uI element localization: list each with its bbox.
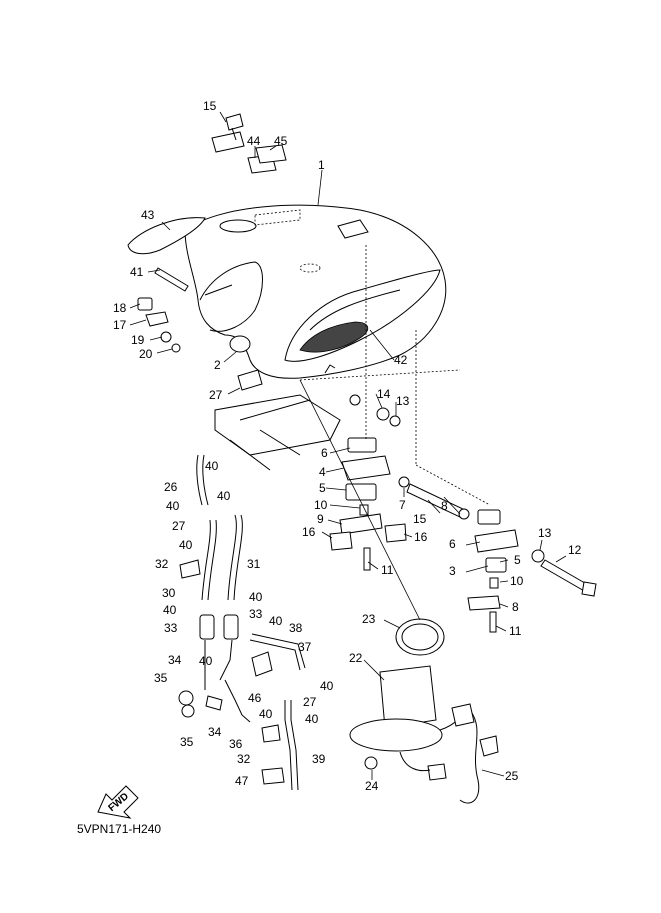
callout-38: 38	[289, 621, 303, 635]
callout-29: 30	[162, 586, 176, 600]
callout-27a: 27	[172, 519, 186, 533]
callout-44: 44	[247, 134, 261, 148]
callout-33b: 33	[164, 621, 178, 635]
fwd-arrow: FWD	[97, 785, 139, 819]
callout-3: 3	[449, 564, 456, 578]
label-45	[255, 144, 287, 164]
callout-12: 12	[568, 543, 582, 557]
callout-40i: 40	[320, 679, 334, 693]
callout-11b: 11	[509, 624, 522, 638]
callout-41: 41	[130, 265, 144, 279]
clamp-28	[237, 369, 263, 391]
callout-23: 24	[365, 779, 379, 793]
callout-40j: 40	[259, 707, 273, 721]
callout-45: 45	[274, 134, 288, 148]
callout-40b: 40	[166, 499, 180, 513]
callout-21: 22	[349, 651, 363, 665]
diagram-code: 5VPN171-H240	[77, 822, 161, 836]
mounting-hardware	[329, 245, 597, 633]
emblem-43	[127, 217, 206, 255]
hose-system	[178, 454, 306, 791]
callout-34b: 34	[208, 725, 222, 739]
callout-labels: 15 44 45 1 43 41 18 17 19 20 2 27 42 14 …	[113, 99, 582, 793]
grommet-2	[229, 335, 251, 353]
callout-40a: 40	[205, 459, 219, 473]
callout-47: 47	[235, 774, 249, 788]
callout-28: 27	[209, 388, 223, 402]
callout-40h: 40	[199, 654, 213, 668]
pipe-41	[154, 267, 189, 292]
callout-40d: 40	[179, 538, 193, 552]
fuel-pump	[299, 379, 499, 804]
callout-7a: 7	[399, 498, 406, 512]
callout-19: 19	[131, 333, 145, 347]
callout-43: 43	[141, 208, 155, 222]
callout-16b: 16	[414, 530, 428, 544]
callout-14: 14	[377, 387, 391, 401]
callout-10b: 10	[510, 574, 524, 588]
bracket-parts-17-20	[137, 297, 181, 353]
callout-33a: 33	[249, 607, 263, 621]
callout-6a: 6	[321, 446, 328, 460]
callout-40c: 40	[217, 489, 231, 503]
callout-5a: 5	[319, 481, 326, 495]
callout-15: 15	[413, 512, 427, 526]
callout-42: 42	[394, 353, 408, 367]
fuel-cap-25	[211, 113, 245, 153]
callout-35a: 35	[154, 671, 168, 685]
callout-20: 20	[139, 347, 153, 361]
callout-4: 4	[319, 465, 326, 479]
callout-37: 37	[298, 640, 312, 654]
callout-31: 32	[155, 557, 169, 571]
callout-30: 31	[247, 557, 261, 571]
callout-40f: 40	[163, 603, 177, 617]
leader-lines	[129, 111, 567, 780]
callout-25: 15	[203, 99, 217, 113]
callout-39: 39	[312, 752, 326, 766]
fuel-tank	[184, 204, 447, 379]
callout-35b: 35	[180, 735, 194, 749]
callout-24: 25	[505, 769, 519, 783]
callout-18: 18	[113, 301, 127, 315]
callout-1: 1	[318, 158, 325, 172]
callout-22: 23	[362, 612, 376, 626]
callout-9: 9	[317, 512, 324, 526]
callout-11a: 11	[381, 563, 394, 577]
callout-36: 36	[229, 737, 243, 751]
callout-8: 8	[512, 600, 519, 614]
callout-26: 26	[164, 480, 178, 494]
callout-16a: 16	[302, 525, 316, 539]
callout-13b: 13	[538, 526, 552, 540]
callout-40k: 40	[305, 712, 319, 726]
callout-7b: 8	[441, 499, 448, 513]
callout-40e: 40	[249, 590, 263, 604]
callout-2: 2	[214, 358, 221, 372]
callout-34a: 34	[168, 653, 182, 667]
callout-6b: 6	[449, 537, 456, 551]
callout-17: 17	[113, 318, 127, 332]
callout-10a: 10	[314, 498, 328, 512]
callout-13a: 13	[396, 394, 410, 408]
callout-40g: 40	[269, 614, 283, 628]
callout-46: 46	[248, 691, 262, 705]
callout-32: 32	[237, 752, 251, 766]
callout-5b: 5	[514, 553, 521, 567]
callout-27b: 27	[303, 695, 317, 709]
